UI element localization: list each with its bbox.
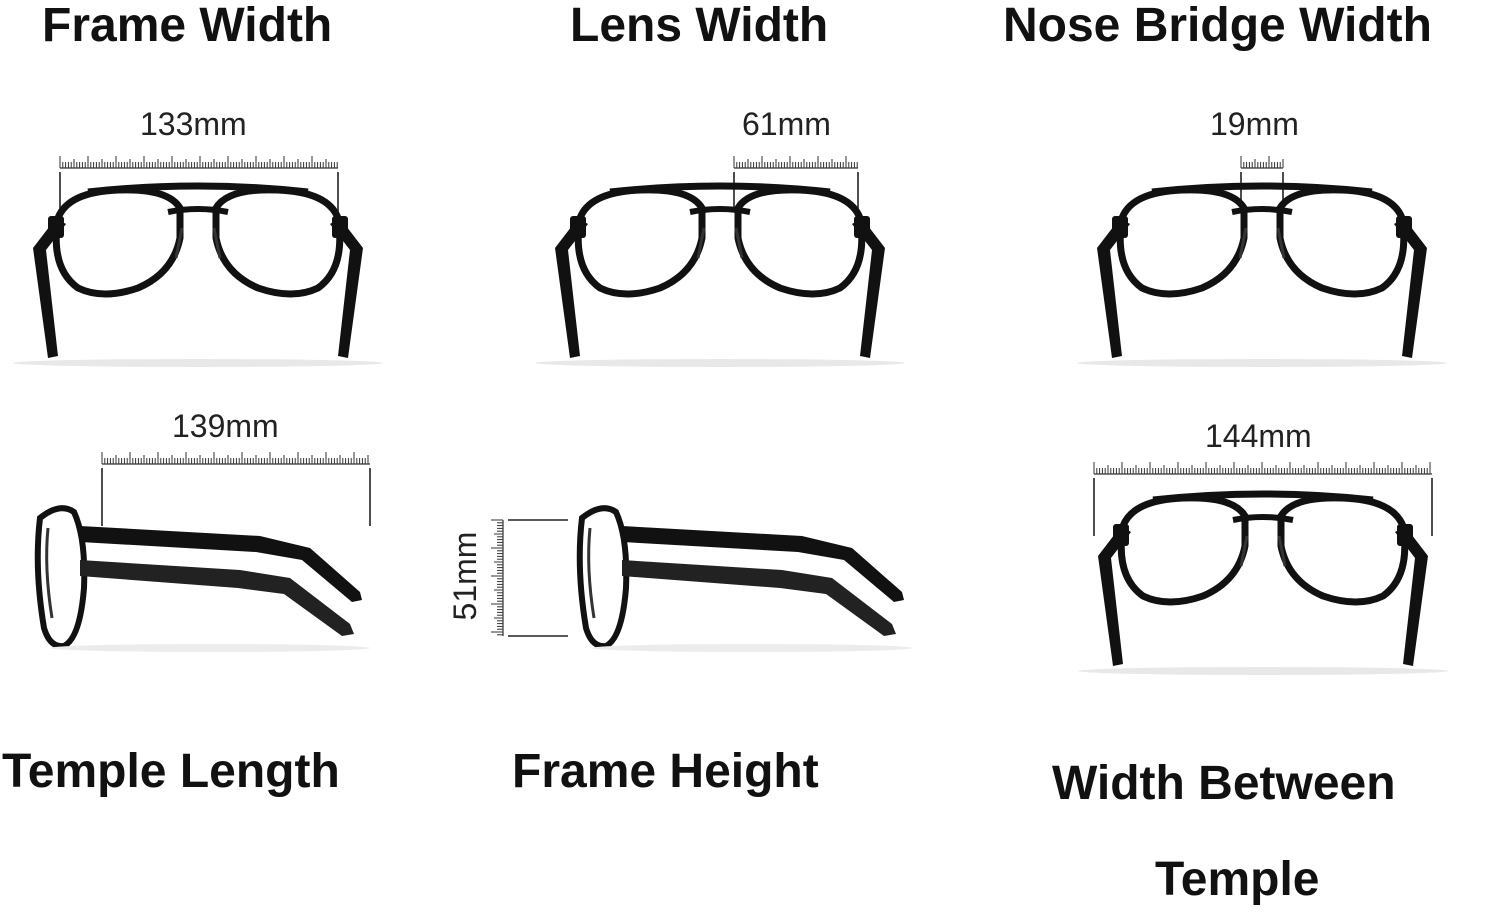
glasses-front-bridge-width [1077, 186, 1447, 367]
measure-lens-width: 61mm [742, 106, 831, 142]
glasses-front-frame-width [13, 186, 383, 367]
title-lens-width: Lens Width [570, 0, 829, 52]
title-temple-length: Temple Length [2, 745, 340, 798]
measure-between-temple: 144mm [1205, 418, 1312, 454]
title-bridge-width: Nose Bridge Width [1003, 0, 1432, 52]
title-between-temple-line1: Width Between [1052, 757, 1396, 810]
measure-temple-length: 139mm [172, 408, 279, 444]
measure-bridge-width: 19mm [1210, 106, 1299, 142]
glasses-side-temple-length [38, 508, 370, 652]
measure-frame-width: 133mm [140, 106, 247, 142]
title-between-temple-line2: Temple [1155, 853, 1320, 906]
glasses-side-frame-height [580, 508, 912, 652]
title-frame-height: Frame Height [512, 745, 819, 798]
title-frame-width: Frame Width [42, 0, 333, 52]
extension-lines [59, 172, 1433, 637]
glasses-front-lens-width [535, 186, 905, 367]
glasses-front-between-temple [1078, 494, 1448, 675]
